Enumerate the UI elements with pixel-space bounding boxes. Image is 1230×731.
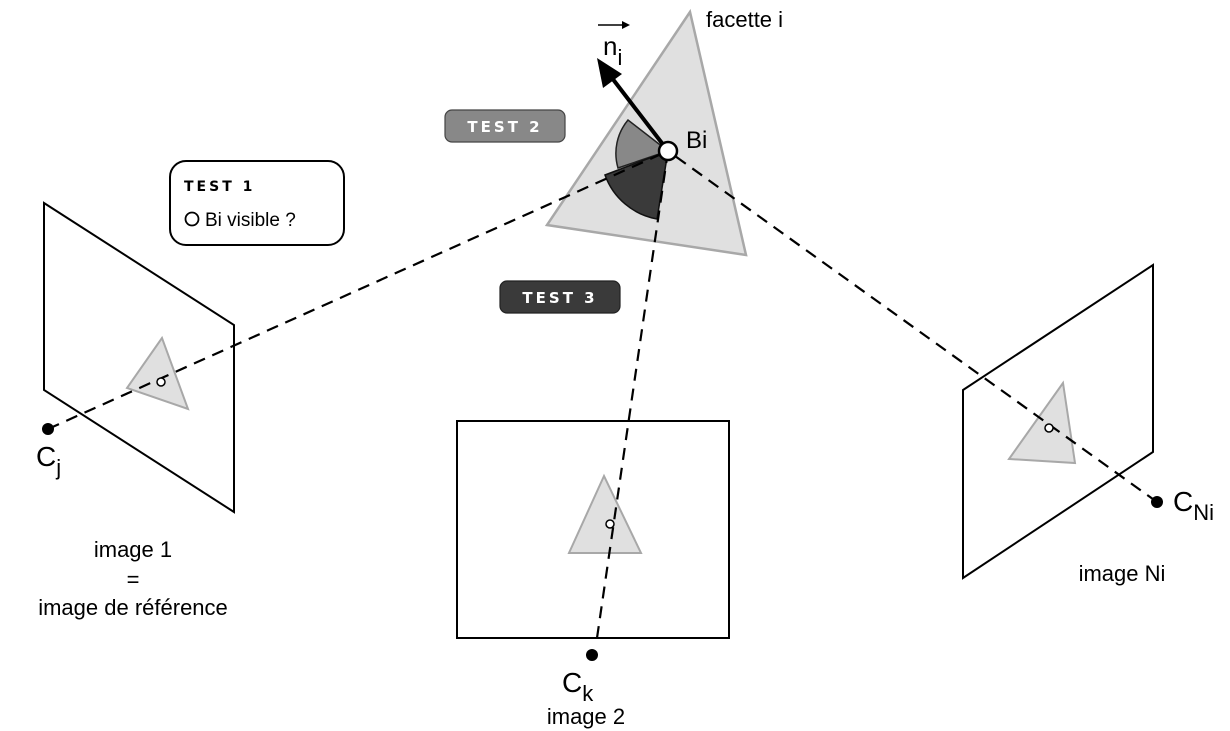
camera-cj-main: C: [36, 441, 56, 472]
test3-angle-sector: [604, 149, 669, 220]
point-bi-label: Bi: [686, 127, 707, 154]
image-2-projected-point: [605, 519, 615, 529]
camera-cj: [42, 423, 54, 435]
test1-callout: [169, 160, 345, 246]
test3-badge: [499, 280, 621, 314]
test2-title: TEST 2: [467, 118, 542, 136]
facet-label: facette i: [706, 7, 783, 32]
normal-label-arrowhead-icon: [622, 21, 630, 29]
image-1-plane: [43, 201, 235, 514]
image-1-label-line1: image 1: [94, 537, 172, 562]
normal-label-main: n: [603, 31, 617, 61]
camera-ck: [586, 649, 598, 661]
image-2-facet-projection: [567, 473, 643, 554]
test1-point-icon: [184, 211, 200, 227]
point-bi: [657, 140, 679, 162]
camera-cn-label: CNi: [1173, 486, 1214, 525]
normal-arrowhead-icon: [597, 58, 622, 88]
camera-cj-sub: j: [55, 455, 61, 480]
ray-cj-to-bi: [47, 149, 669, 431]
image-ni-facet-projection: [1007, 380, 1077, 465]
camera-ck-sub: k: [582, 681, 594, 706]
image-2-label: image 2: [547, 704, 625, 729]
camera-cn-sub: Ni: [1193, 500, 1214, 525]
image-1-projected-point: [156, 377, 166, 387]
test2-angle-sector: [615, 118, 670, 169]
camera-cn-main: C: [1173, 486, 1193, 517]
camera-cj-label: Cj: [36, 441, 61, 480]
test3-title: TEST 3: [522, 289, 597, 307]
camera-cn: [1151, 496, 1163, 508]
test1-question: Bi visible ?: [205, 210, 296, 231]
image-1-facet-projection: [125, 335, 190, 411]
camera-ck-main: C: [562, 667, 582, 698]
normal-vector-shaft: [610, 76, 670, 153]
test2-badge: [444, 109, 566, 143]
normal-label-sub: i: [617, 45, 622, 70]
ray-ck-to-bi: [595, 150, 670, 639]
camera-ck-label: Ck: [562, 667, 594, 706]
image-1-label-line2: =: [127, 567, 140, 592]
image-ni-projected-point: [1044, 423, 1054, 433]
test1-title: TEST 1: [184, 179, 255, 195]
normal-label: ni: [603, 31, 622, 70]
image-1-label-line3: image de référence: [38, 595, 228, 620]
ray-cn-to-bi: [667, 150, 1158, 503]
image-ni-label: image Ni: [1079, 561, 1166, 586]
